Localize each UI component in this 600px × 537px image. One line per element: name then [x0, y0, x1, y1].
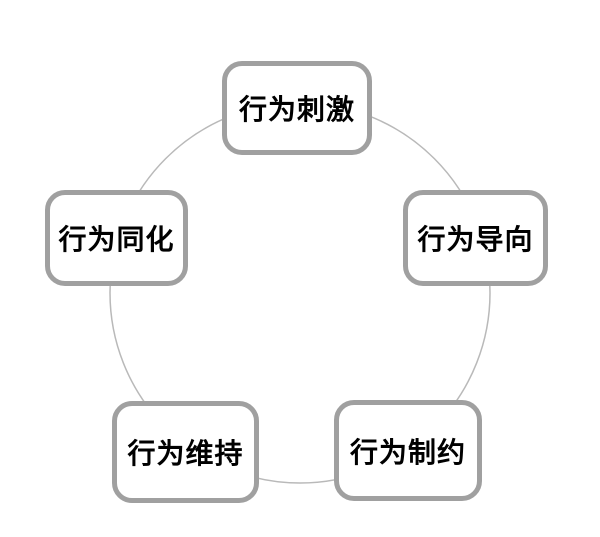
node-behavior-maintenance: 行为维持: [112, 401, 259, 503]
node-label: 行为导向: [417, 223, 534, 256]
node-behavior-orientation: 行为导向: [403, 190, 548, 286]
node-label: 行为同化: [58, 223, 175, 256]
node-label: 行为维持: [127, 437, 244, 470]
node-behavior-stimulus: 行为刺激: [222, 61, 372, 155]
node-behavior-assimilation: 行为同化: [45, 190, 188, 286]
node-behavior-restriction: 行为制约: [334, 400, 482, 501]
node-label: 行为制约: [349, 435, 466, 469]
node-label: 行为刺激: [238, 93, 355, 126]
